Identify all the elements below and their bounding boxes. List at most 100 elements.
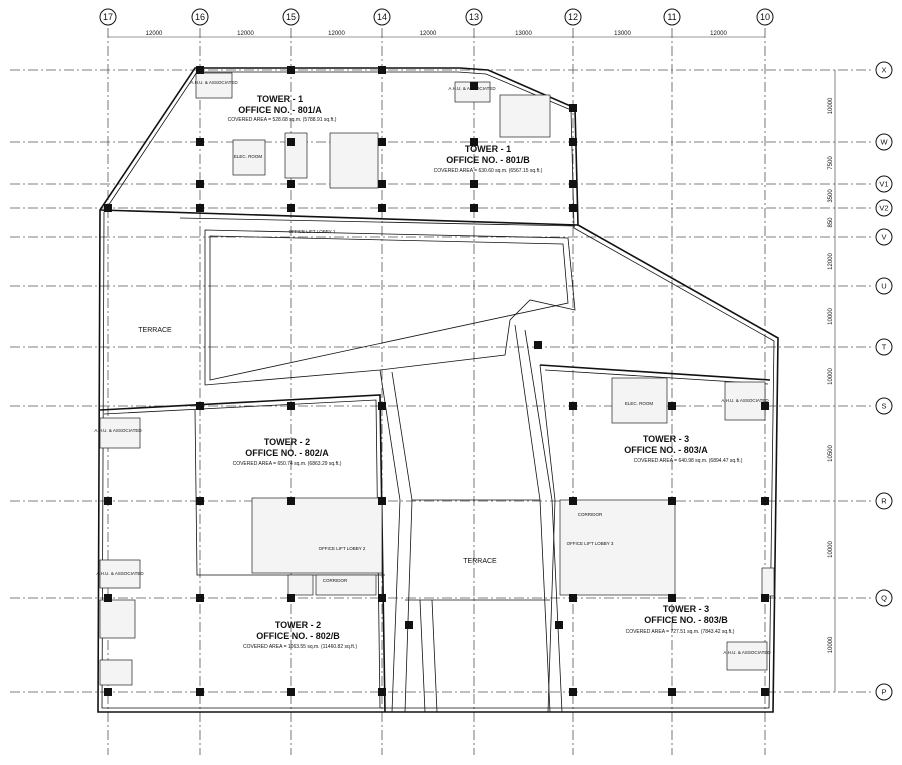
structural-columns [104,66,769,696]
grid-bubble-column [373,8,391,26]
unit-office-label: OFFICE NO. - 802/B [256,631,340,641]
unit-office-label: OFFICE NO. - 801/B [446,155,530,165]
column-marker [196,204,204,212]
grid-label-column: 13 [469,12,479,22]
grid-bubble-column [564,8,582,26]
unit-office-label: OFFICE NO. - 803/B [644,615,728,625]
dimension-label: 12000 [420,31,437,37]
column-marker [104,497,112,505]
column-marker [287,138,295,146]
unit-area-label: COVERED AREA = 650.74 sq.m. (6863.29 sq.… [233,461,342,467]
dimension-label: 12000 [237,31,254,37]
dimension-label: 13000 [515,31,532,37]
ahu-label: A.H.U. & ASSOCIATED [94,428,142,433]
unit-area-label: COVERED AREA = 1063.55 sq.m. (11460.82 s… [243,644,357,650]
unit-802b-label: TOWER - 2 OFFICE NO. - 802/B COVERED ARE… [243,620,357,650]
grid-bubble-row [875,589,893,607]
lobby-label: OFFICE LIFT LOBBY 3 [567,541,614,546]
column-marker [569,688,577,696]
grid-bubble-row [875,397,893,415]
grid-bubble-column [756,8,774,26]
column-marker [287,594,295,602]
elec-room-label: ELEC. ROOM [234,154,263,159]
unit-tower-label: TOWER - 2 [264,437,310,447]
terrace-band [379,324,563,713]
unit-tower-label: TOWER - 2 [275,620,321,630]
grid-label-column: 11 [667,12,676,22]
ahu-label: A.H.U. & ASSOCIATED [723,650,771,655]
unit-801a-label: TOWER - 1 OFFICE NO. - 801/A COVERED ARE… [228,94,337,123]
dimension-label: 12000 [328,31,345,37]
grid-bubble-row [875,175,893,193]
grid-label-row: W [880,138,888,147]
terrace-void-top [204,229,576,386]
grid-label-column: 12 [568,12,578,22]
grid-bubble-row [875,277,893,295]
column-marker [761,688,769,696]
column-marker [569,138,577,146]
column-marker [196,402,204,410]
column-marker [378,688,386,696]
unit-tower-label: TOWER - 3 [643,434,689,444]
grid-bubble-row [875,683,893,701]
dimension-label: 10000 [828,367,834,384]
dimension-label: 7500 [828,156,834,170]
lobby-label: OFFICE LIFT LOBBY 1 [289,229,336,234]
column-marker [378,402,386,410]
ahu-label: A.H.U. & ASSOCIATED [721,398,769,403]
column-marker [378,66,386,74]
column-marker [668,402,676,410]
column-marker [104,594,112,602]
column-marker [378,594,386,602]
grid-label-row: Q [881,594,887,603]
column-marker [761,594,769,602]
column-marker [287,180,295,188]
grid-label-row: V2 [879,204,888,213]
column-marker [196,688,204,696]
dimension-label: 12000 [710,31,727,37]
grid-bubble-column [663,8,681,26]
lobby-label: OFFICE LIFT LOBBY 2 [319,546,366,551]
column-marker [287,688,295,696]
column-marker [470,204,478,212]
grid-label-row: T [882,343,887,352]
column-marker [761,402,769,410]
column-marker [196,138,204,146]
terrace-label: TERRACE [138,327,172,334]
column-marker [668,497,676,505]
column-marker [569,402,577,410]
grid-label-column: 16 [195,12,205,22]
ahu-label: A.H.U. & ASSOCIATED [96,571,144,576]
grid-label-column: 15 [286,12,296,22]
grid-bubble-row [875,61,893,79]
dimension-label: 10000 [828,307,834,324]
unit-area-label: COVERED AREA = 727.51 sq.m. (7843.42 sq.… [626,629,735,635]
unit-802a-label: TOWER - 2 OFFICE NO. - 802/A COVERED ARE… [233,437,342,467]
dimension-label: 13000 [614,31,631,37]
grid-label-row: X [881,66,886,75]
column-marker [470,82,478,90]
dimension-label: 850 [828,217,834,228]
column-marker [196,66,204,74]
column-marker [470,138,478,146]
unit-tower-label: TOWER - 1 [465,144,511,154]
column-marker [104,204,112,212]
grid-bubble-row [875,199,893,217]
cores [99,72,775,686]
unit-tower-label: TOWER - 1 [257,94,303,104]
column-marker [196,497,204,505]
column-marker [196,594,204,602]
column-marker [287,402,295,410]
column-marker [761,497,769,505]
dimension-label: 12000 [146,31,163,37]
ahu-label: A.H.U. & ASSOCIATED [448,86,496,91]
column-marker [405,621,413,629]
corridor-label: CORRIDOR [578,512,603,517]
column-marker [569,497,577,505]
column-marker [569,104,577,112]
grid-label-column: 10 [760,12,770,22]
dimension-label: 3500 [828,189,834,203]
grid-label-row: U [881,282,886,291]
